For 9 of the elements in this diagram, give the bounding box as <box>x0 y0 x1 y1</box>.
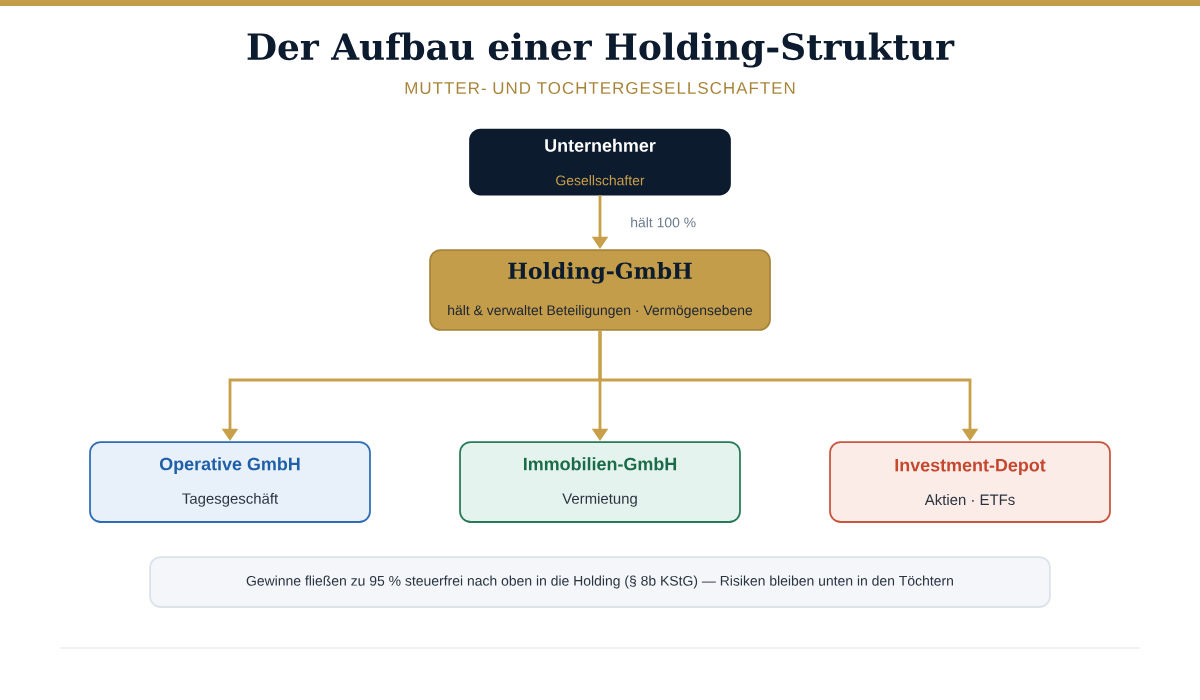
title: Der Aufbau einer Holding-Struktur <box>247 32 955 68</box>
note-box: Gewinne fließen zu 95 % steuerfrei nach oben in die Holding (§ 8b KStG) — Risiken bleiben unten in den Töchtern <box>149 556 1051 608</box>
subsidiary-box: Operative GmbH Tagesgeschäft <box>89 441 371 523</box>
subtitle: MUTTER- UND TOCHTERGESELLSCHAFTEN <box>405 82 795 94</box>
owner-box: Unternehmer Gesellschafter <box>469 128 731 196</box>
subsidiary-box: Investment-Depot Aktien · ETFs <box>829 441 1111 523</box>
holding-box: Holding-GmbH hält & verwaltet Beteiligungen · Vermögensebene <box>429 249 771 331</box>
edge-label: hält 100 % <box>628 215 698 230</box>
subsidiary-box: Immobilien-GmbH Vermietung <box>459 441 741 523</box>
